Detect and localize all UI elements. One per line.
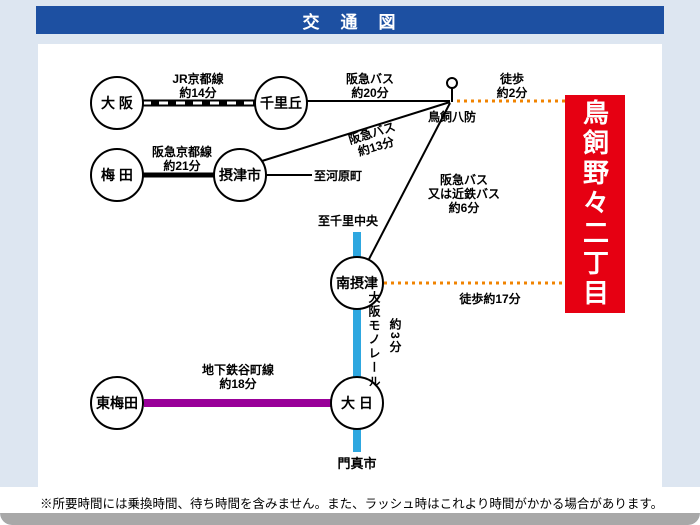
jr-kyoto-line-name: JR京都線 xyxy=(172,72,224,86)
station-dainichi: 大 日 xyxy=(330,376,384,430)
station-higashi-umeda: 東梅田 xyxy=(90,376,144,430)
to-senri-chuo-label: 至千里中央 xyxy=(318,214,378,228)
destination-name: 鳥飼野々二丁目 xyxy=(579,99,610,309)
monorail-label: 大阪モノレール xyxy=(367,291,381,389)
bottom-frame-bar xyxy=(0,513,700,525)
station-minami-settsu: 南摂津 xyxy=(330,256,384,310)
hankyu-bus-senrioka-label: 阪急バス 約20分 xyxy=(318,72,422,100)
kadoma-shi-text: 門真市 xyxy=(337,456,377,471)
station-settsu-shi: 摂津市 xyxy=(213,148,267,202)
walk-busstop-label: 徒歩 約2分 xyxy=(472,72,552,100)
busstop-torikai-hachibo-name: 鳥飼八防 xyxy=(427,110,476,124)
kadoma-shi-label: 門真市 xyxy=(329,457,385,471)
hankyu-kyoto-line-name: 阪急京都線 xyxy=(151,145,212,159)
station-minami-settsu-label: 南摂津 xyxy=(336,275,378,291)
walk-busstop-time: 約2分 xyxy=(496,86,528,100)
busstop-torikai-hachibo-label: 鳥飼八防 xyxy=(410,110,494,124)
tanimachi-label: 地下鉄谷町線 約18分 xyxy=(178,363,298,391)
bus-minami-settsu-label: 阪急バス 又は近鉄バス 約6分 xyxy=(416,173,512,215)
bus-minami-settsu-time: 約6分 xyxy=(448,201,480,215)
to-senri-chuo-text: 至千里中央 xyxy=(318,214,379,228)
bus-minami-settsu-line1: 阪急バス xyxy=(439,173,488,187)
station-osaka: 大 阪 xyxy=(90,76,144,130)
page-title: 交 通 図 xyxy=(302,12,398,32)
title-bar: 交 通 図 xyxy=(36,6,664,34)
walk-busstop-name: 徒歩 xyxy=(499,72,524,86)
note-strip xyxy=(0,487,700,513)
tanimachi-line-name: 地下鉄谷町線 xyxy=(201,363,274,377)
walk-minami-settsu-label: 徒歩約17分 xyxy=(446,292,534,306)
tanimachi-time: 約18分 xyxy=(219,377,257,391)
bus-line-settsu xyxy=(261,101,451,162)
jr-kyoto-time: 約14分 xyxy=(179,86,217,100)
walk-minami-settsu-text: 徒歩約17分 xyxy=(459,292,521,306)
footnote: ※所要時間には乗換時間、待ち時間を含みません。また、ラッシュ時はこれより時間がか… xyxy=(40,497,664,511)
destination-banner: 鳥飼野々二丁目 xyxy=(565,95,625,313)
bus-line-minami-settsu xyxy=(367,102,451,262)
station-senrioka-label: 千里丘 xyxy=(260,95,302,111)
station-umeda-label: 梅 田 xyxy=(101,167,133,183)
jr-kyoto-label: JR京都線 約14分 xyxy=(146,72,250,100)
station-dainichi-label: 大 日 xyxy=(341,395,373,411)
hankyu-bus-senrioka-name: 阪急バス xyxy=(345,72,394,86)
hankyu-kyoto-time: 約21分 xyxy=(163,159,201,173)
station-senrioka: 千里丘 xyxy=(254,76,308,130)
hankyu-kyoto-label: 阪急京都線 約21分 xyxy=(130,145,234,173)
to-kawaramachi-text: 至河原町 xyxy=(314,169,363,183)
station-umeda: 梅 田 xyxy=(90,148,144,202)
monorail-time-label: 約3分 xyxy=(388,318,402,355)
station-settsu-shi-label: 摂津市 xyxy=(219,167,261,183)
hankyu-bus-senrioka-time: 約20分 xyxy=(351,86,389,100)
station-higashi-umeda-label: 東梅田 xyxy=(96,395,138,411)
bus-minami-settsu-line2: 又は近鉄バス xyxy=(427,187,500,201)
station-osaka-label: 大 阪 xyxy=(101,95,133,111)
to-kawaramachi-label: 至河原町 xyxy=(314,169,362,183)
busstop-icon xyxy=(446,77,458,89)
